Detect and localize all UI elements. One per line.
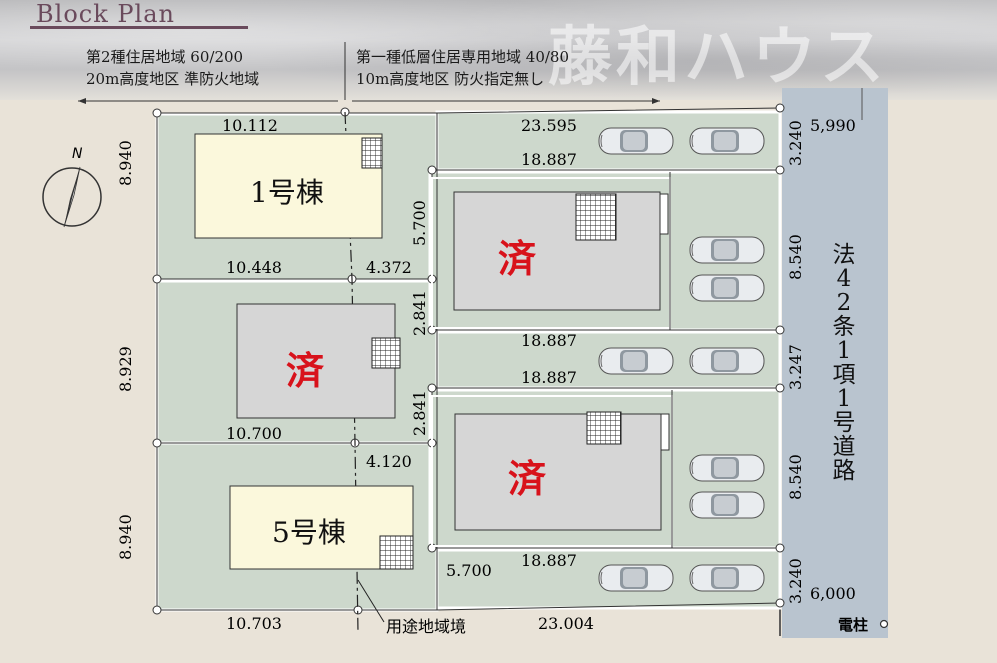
dim-left-1: 8.940 (116, 140, 135, 186)
road-char: 号 (832, 410, 856, 436)
compass-icon (42, 166, 102, 228)
zone-left-line-1: 第2種住居地域 60/200 (86, 48, 244, 66)
dim-gap-2: 2.841 (410, 390, 429, 436)
road-width-bottom: 6,000 (810, 584, 856, 603)
lot-2-label: 済 (286, 348, 325, 393)
dim-r3-mid: 4.120 (366, 452, 412, 471)
marble-texture (0, 0, 997, 100)
road-char: 4 (836, 266, 852, 292)
dim-lot3-depth: 5.700 (410, 200, 429, 246)
lot-1-label: 1号棟 (250, 176, 324, 209)
dim-r2-left: 10.448 (226, 258, 282, 277)
zone-right-line-1: 第一種低層住居専用地域 40/80 (356, 48, 569, 66)
lot-3-label: 済 (498, 236, 537, 281)
dim-top-left: 10.112 (222, 116, 278, 135)
house-3 (453, 191, 661, 311)
dim-r3-left: 10.700 (226, 424, 282, 443)
dim-top-right: 23.595 (521, 116, 577, 135)
utility-pole-icon (879, 619, 889, 629)
brand-watermark: 藤和ハウス (548, 21, 888, 95)
road-width-top: 5,990 (810, 116, 856, 135)
dim-right-3: 3.247 (786, 344, 805, 390)
compass-label: N (72, 146, 83, 162)
road (782, 88, 888, 638)
lot-4-label: 済 (508, 456, 547, 501)
dim-bottom-right: 23.004 (538, 614, 594, 633)
dim-left-2: 8.929 (116, 346, 135, 392)
house-1 (194, 133, 383, 239)
road-char: 条 (832, 314, 856, 340)
dim-mid-bottom: 18.887 (521, 368, 577, 387)
zone-right-line-2: 10m高度地区 防火指定無し (356, 70, 545, 88)
lot-5-label: 5号棟 (272, 516, 346, 549)
road-char: 法 (832, 242, 856, 268)
road-char: 路 (832, 458, 856, 484)
road-char: 1 (836, 386, 852, 412)
header-banner: 藤和ハウス Block Plan 第2種住居地域 60/200 20m高度地区 … (0, 0, 997, 100)
dim-right-1: 3.240 (786, 120, 805, 166)
zone-right-info: 第一種低層住居専用地域 40/80 10m高度地区 防火指定無し (356, 46, 569, 90)
boundary-label: 用途地域境 (386, 617, 467, 636)
house-4 (454, 413, 662, 531)
dim-mid-top: 18.887 (521, 331, 577, 350)
road-char: 道 (832, 434, 856, 460)
road-label: 法 4 2 条 1 項 1 号 道 路 (829, 243, 859, 483)
dim-r1-inner: 18.887 (521, 150, 577, 169)
dim-right-4: 8.540 (786, 454, 805, 500)
dim-right-5: 3.240 (786, 558, 805, 604)
dim-right-2: 8.540 (786, 234, 805, 280)
zone-left-info: 第2種住居地域 60/200 20m高度地区 準防火地域 (86, 46, 259, 90)
road-char: 2 (836, 290, 852, 316)
road-char: 1 (836, 338, 852, 364)
road-char: 項 (832, 362, 856, 388)
title-underline (30, 26, 248, 29)
zone-left-line-2: 20m高度地区 準防火地域 (86, 70, 260, 88)
dim-bottom-left: 10.703 (226, 614, 282, 633)
dim-lot4-bottom: 18.887 (521, 551, 577, 570)
page-title: Block Plan (36, 0, 175, 28)
dim-r2-mid: 4.372 (366, 258, 412, 277)
dim-gap-1: 2.841 (410, 290, 429, 336)
dim-lot4-depth: 5.700 (446, 561, 492, 580)
dim-left-3: 8.940 (116, 514, 135, 560)
utility-pole-label: 電柱 (838, 616, 869, 634)
